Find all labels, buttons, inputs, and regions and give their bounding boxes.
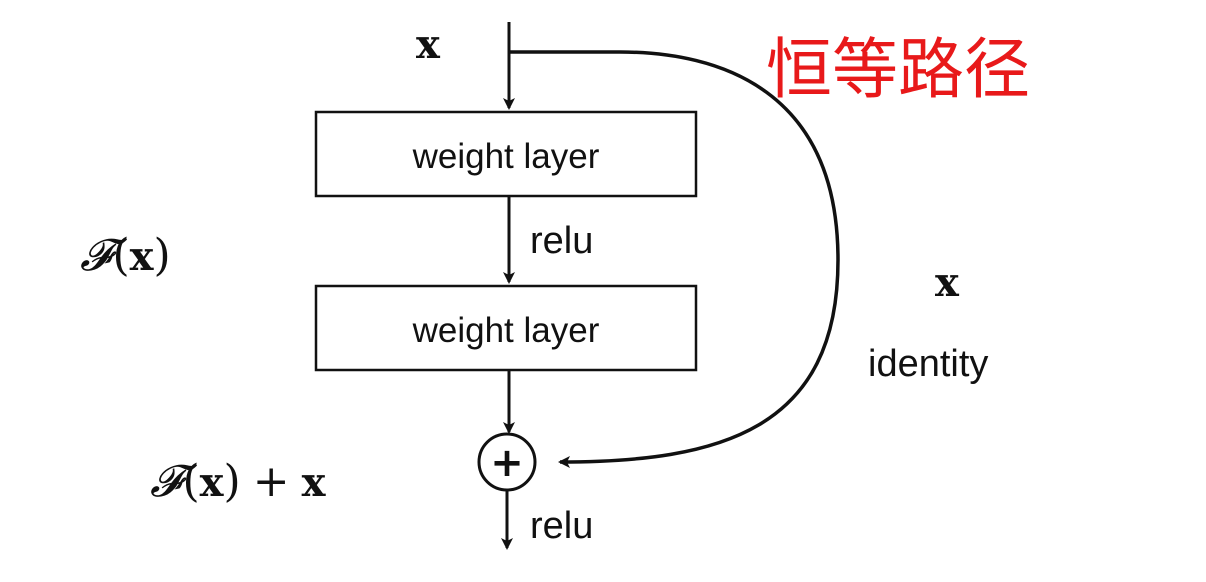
output-open-paren: ( bbox=[182, 456, 199, 507]
output-x: x bbox=[200, 459, 225, 506]
input-x-label: x bbox=[416, 21, 441, 68]
weight-layer-top-box bbox=[314, 110, 698, 198]
residual-function-label: 𝓕(x) bbox=[80, 230, 171, 281]
output-x2: x bbox=[302, 459, 327, 506]
weight-layer-bottom-box bbox=[314, 284, 698, 372]
output-function-label: 𝓕(x)+x bbox=[150, 456, 327, 507]
identity-label: identity bbox=[868, 343, 988, 385]
residual-open-paren: ( bbox=[112, 230, 129, 281]
identity-path-annotation: 恒等路径 bbox=[766, 31, 1030, 108]
shortcut-x-label: x bbox=[935, 259, 960, 306]
weight-layer-top-label: weight layer bbox=[412, 137, 600, 176]
identity-shortcut-path bbox=[509, 50, 840, 468]
residual-close-paren: ) bbox=[154, 230, 171, 281]
output-close-paren: ) bbox=[224, 456, 241, 507]
sum-plus-symbol: + bbox=[490, 440, 524, 486]
relu-mid-label: relu bbox=[530, 220, 593, 262]
output-plus: + bbox=[253, 456, 290, 507]
relu-out-label: relu bbox=[530, 505, 593, 547]
residual-x: x bbox=[130, 233, 155, 280]
weight-layer-bottom-label: weight layer bbox=[412, 311, 600, 350]
